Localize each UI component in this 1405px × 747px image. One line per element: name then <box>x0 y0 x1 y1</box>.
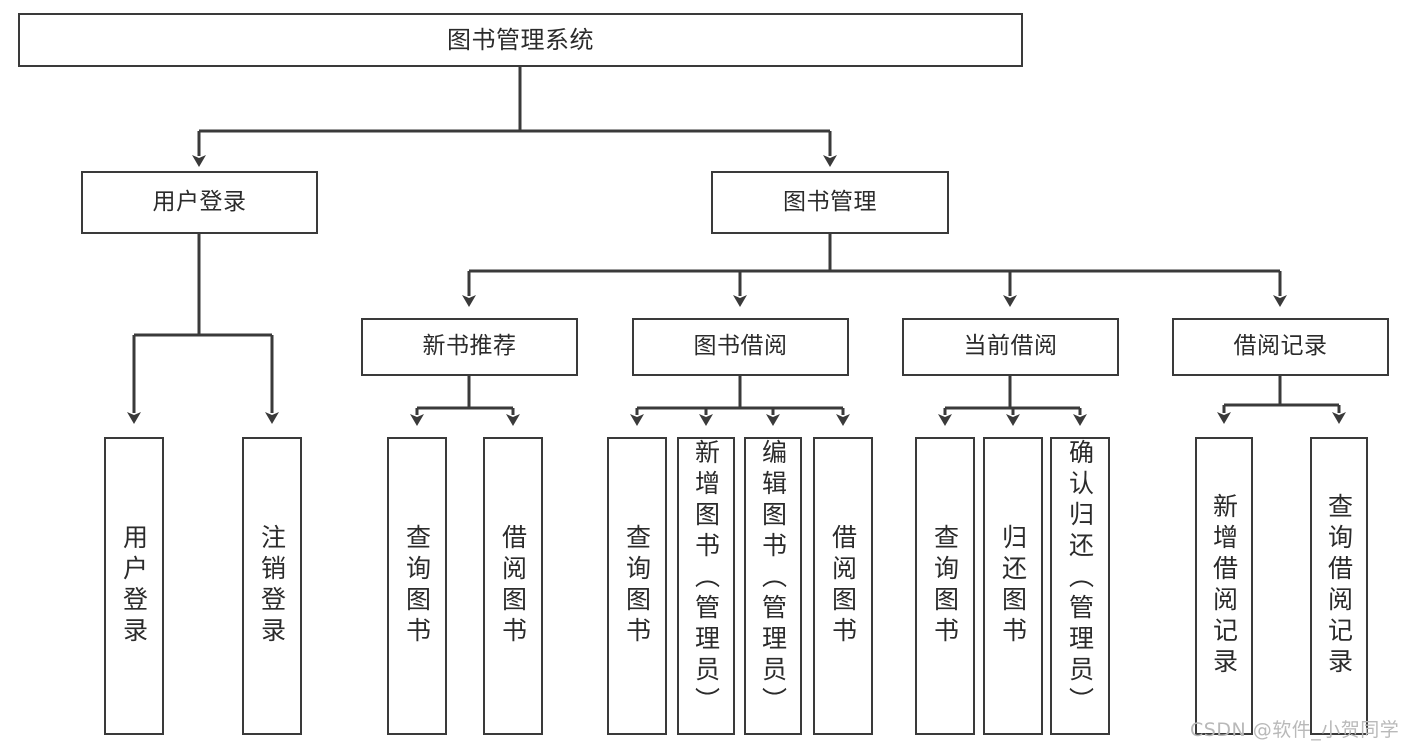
node-label: 编辑图书（管理员） <box>758 439 788 718</box>
node-label: 借阅图书 <box>498 524 528 648</box>
leaf-user-login[interactable]: 用户登录 <box>104 437 164 735</box>
node-label: 新增借阅记录 <box>1209 493 1239 679</box>
node-label: 用户登录 <box>119 524 149 648</box>
node-label: 图书借阅 <box>693 333 788 360</box>
node-label: 借阅图书 <box>828 524 858 648</box>
node-label: 查询图书 <box>402 524 432 648</box>
leaf-add-book-admin[interactable]: 新增图书（管理员） <box>677 437 735 735</box>
node-label: 查询图书 <box>930 524 960 648</box>
leaf-borrow-book-recommendation[interactable]: 借阅图书 <box>483 437 543 735</box>
node-root-book-management-system[interactable]: 图书管理系统 <box>18 13 1023 67</box>
leaf-borrow-book[interactable]: 借阅图书 <box>813 437 873 735</box>
node-label: 查询图书 <box>622 524 652 648</box>
node-label: 图书管理系统 <box>447 25 594 54</box>
node-label: 注销登录 <box>257 524 287 648</box>
node-label: 查询借阅记录 <box>1324 493 1354 679</box>
node-label: 借阅记录 <box>1233 333 1328 360</box>
leaf-edit-book-admin[interactable]: 编辑图书（管理员） <box>744 437 802 735</box>
leaf-add-borrow-record[interactable]: 新增借阅记录 <box>1195 437 1253 735</box>
node-label: 确认归还（管理员） <box>1065 439 1095 718</box>
node-label: 图书管理 <box>783 188 877 215</box>
leaf-return-book[interactable]: 归还图书 <box>983 437 1043 735</box>
node-label: 新书推荐 <box>422 333 517 360</box>
node-user-login[interactable]: 用户登录 <box>81 171 318 234</box>
leaf-query-book-recommendation[interactable]: 查询图书 <box>387 437 447 735</box>
node-book-management[interactable]: 图书管理 <box>711 171 949 234</box>
leaf-confirm-return-admin[interactable]: 确认归还（管理员） <box>1050 437 1110 735</box>
csdn-watermark: CSDN @软件_小贺同学 <box>1190 719 1400 741</box>
node-borrow-records[interactable]: 借阅记录 <box>1172 318 1389 376</box>
node-label: 用户登录 <box>152 188 247 215</box>
leaf-query-borrow-record[interactable]: 查询借阅记录 <box>1310 437 1368 735</box>
leaf-query-book-current[interactable]: 查询图书 <box>915 437 975 735</box>
node-new-book-recommendation[interactable]: 新书推荐 <box>361 318 578 376</box>
node-book-borrowing[interactable]: 图书借阅 <box>632 318 849 376</box>
node-label: 当前借阅 <box>963 333 1058 360</box>
node-label: 归还图书 <box>998 524 1028 648</box>
node-current-borrowing[interactable]: 当前借阅 <box>902 318 1119 376</box>
leaf-logout[interactable]: 注销登录 <box>242 437 302 735</box>
node-label: 新增图书（管理员） <box>691 439 721 718</box>
leaf-query-book-borrowing[interactable]: 查询图书 <box>607 437 667 735</box>
